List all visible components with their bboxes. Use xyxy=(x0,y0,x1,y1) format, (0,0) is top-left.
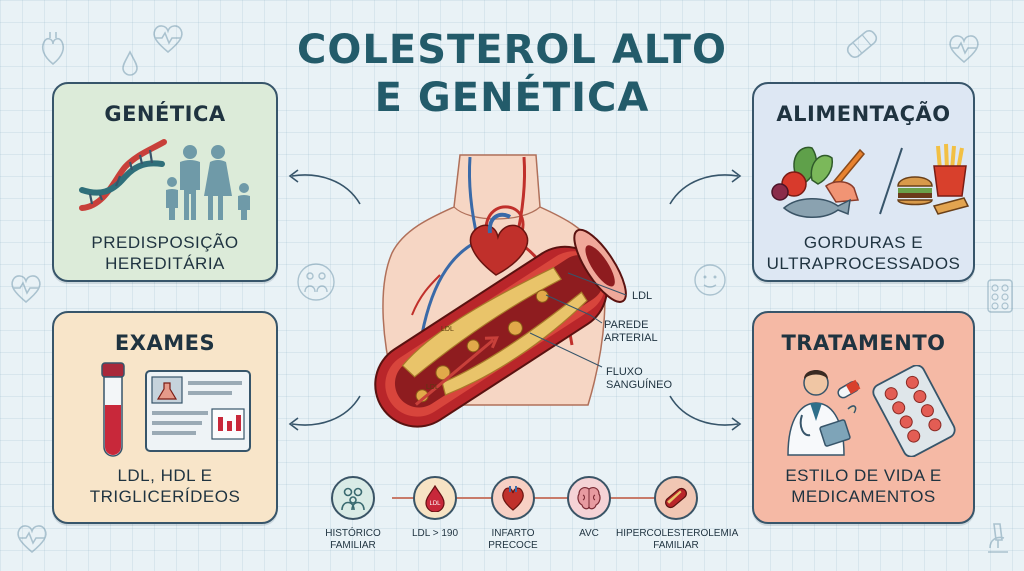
heartbeat-icon xyxy=(949,35,979,64)
genetica-title: GENÉTICA xyxy=(104,102,226,126)
artery-icon xyxy=(665,487,687,509)
genetica-card: GENÉTICA PREDISPOSIÇÃO HEREDITÁRIA xyxy=(52,82,278,282)
doctor-icon xyxy=(787,370,861,456)
alimentacao-caption-line-2: ULTRAPROCESSADOS xyxy=(766,254,961,273)
fluxo-label-line-1: FLUXO xyxy=(606,366,643,378)
plaque-layer xyxy=(401,266,562,378)
fluxo-label-line-2: SANGUÍNEO xyxy=(606,379,673,391)
risk-avc-line-1: AVC xyxy=(579,528,599,539)
face-icon xyxy=(694,264,726,296)
blood-tube-icon xyxy=(101,362,125,457)
tratamento-title: TRATAMENTO xyxy=(781,331,946,355)
tratamento-card: TRATAMENTO ESTILO DE VIDA E MEDICAMENTOS xyxy=(752,311,975,524)
parede-label-line-1: PAREDE xyxy=(604,319,649,331)
heartbeat-icon xyxy=(11,275,41,304)
family-icon xyxy=(166,145,250,220)
heart-icon xyxy=(502,486,524,511)
risk-hipercolesterolemia-line-2: FAMILIAR xyxy=(653,540,699,551)
exames-caption: LDL, HDL E TRIGLICERÍDEOS xyxy=(54,465,276,507)
heartbeat-icon xyxy=(153,25,183,54)
arrow-to-alimentacao xyxy=(669,169,742,205)
fast-food-icon xyxy=(897,143,970,215)
exames-card: EXAMES LDL, HDL E TRIGLICERÍDEOS xyxy=(52,311,278,524)
genetica-caption: PREDISPOSIÇÃO HEREDITÁRIA xyxy=(54,232,276,274)
title-line-1: COLESTEROL ALTO xyxy=(297,27,727,73)
arrow-to-tratamento xyxy=(669,395,742,431)
tratamento-caption: ESTILO DE VIDA E MEDICAMENTOS xyxy=(754,465,973,507)
parede-label-line-2: ARTERIAL xyxy=(604,332,658,344)
exames-title: EXAMES xyxy=(114,331,216,355)
divider-line xyxy=(879,147,903,215)
lab-report-icon xyxy=(145,370,251,452)
risk-hipercolesterolemia-line-1: HIPERCOLESTEROLEMIA xyxy=(616,528,739,539)
brain-icon xyxy=(577,487,601,510)
bandage-icon xyxy=(846,30,878,58)
risk-infarto-line-2: PRECOCE xyxy=(488,540,538,551)
dna-icon xyxy=(79,139,167,211)
risk-ldl-line-1: LDL > 190 xyxy=(411,528,459,539)
ldl-drop-badge: LDL xyxy=(429,501,441,507)
genetica-caption-line-2: HEREDITÁRIA xyxy=(105,254,225,273)
pill-pack-icon xyxy=(987,279,1013,313)
blood-drop-icon: LDL xyxy=(425,484,445,512)
exames-caption-line-1: LDL, HDL E xyxy=(117,466,213,485)
tratamento-caption-line-1: ESTILO DE VIDA E xyxy=(785,466,942,485)
risk-historico-line-2: FAMILIAR xyxy=(330,540,376,551)
alimentacao-card: ALIMENTAÇÃO GORDURAS E ULTRAPROCESSADOS xyxy=(752,82,975,282)
heart-icon xyxy=(469,224,529,276)
pills-icon xyxy=(872,365,956,457)
family-circle-icon xyxy=(297,263,335,301)
alimentacao-caption: GORDURAS E ULTRAPROCESSADOS xyxy=(754,232,973,274)
ldl-particle-label-2: LDL xyxy=(426,384,439,391)
title-line-2: E GENÉTICA xyxy=(374,75,650,121)
ldl-label: LDL xyxy=(632,290,653,302)
ldl-particle-label: LDL xyxy=(441,326,454,333)
microscope-icon xyxy=(988,523,1008,553)
alimentacao-caption-line-1: GORDURAS E xyxy=(803,233,924,252)
artery-illustration: LDL LDL xyxy=(374,154,627,428)
risk-historico-line-1: HISTÓRICO xyxy=(325,528,381,539)
alimentacao-title: ALIMENTAÇÃO xyxy=(776,102,951,126)
heartbeat-icon xyxy=(17,525,47,554)
fluxo-sanguineo-label: FLUXO SANGUÍNEO xyxy=(606,366,672,392)
tratamento-caption-line-2: MEDICAMENTOS xyxy=(791,487,936,506)
page-title: COLESTEROL ALTO E GENÉTICA xyxy=(262,26,762,122)
drop-icon xyxy=(122,50,138,76)
parede-arterial-label: PAREDE ARTERIAL xyxy=(604,319,658,345)
vegetables-icon xyxy=(771,146,866,218)
arrow-to-exames xyxy=(288,395,361,431)
exames-caption-line-2: TRIGLICERÍDEOS xyxy=(89,487,241,506)
family-icon xyxy=(341,487,365,511)
risk-infarto-line-1: INFARTO xyxy=(491,528,535,539)
risk-row-connector xyxy=(392,497,692,499)
anatomical-heart-icon xyxy=(41,32,65,66)
genetica-caption-line-1: PREDISPOSIÇÃO xyxy=(91,233,239,252)
arrow-to-genetica xyxy=(288,169,361,205)
